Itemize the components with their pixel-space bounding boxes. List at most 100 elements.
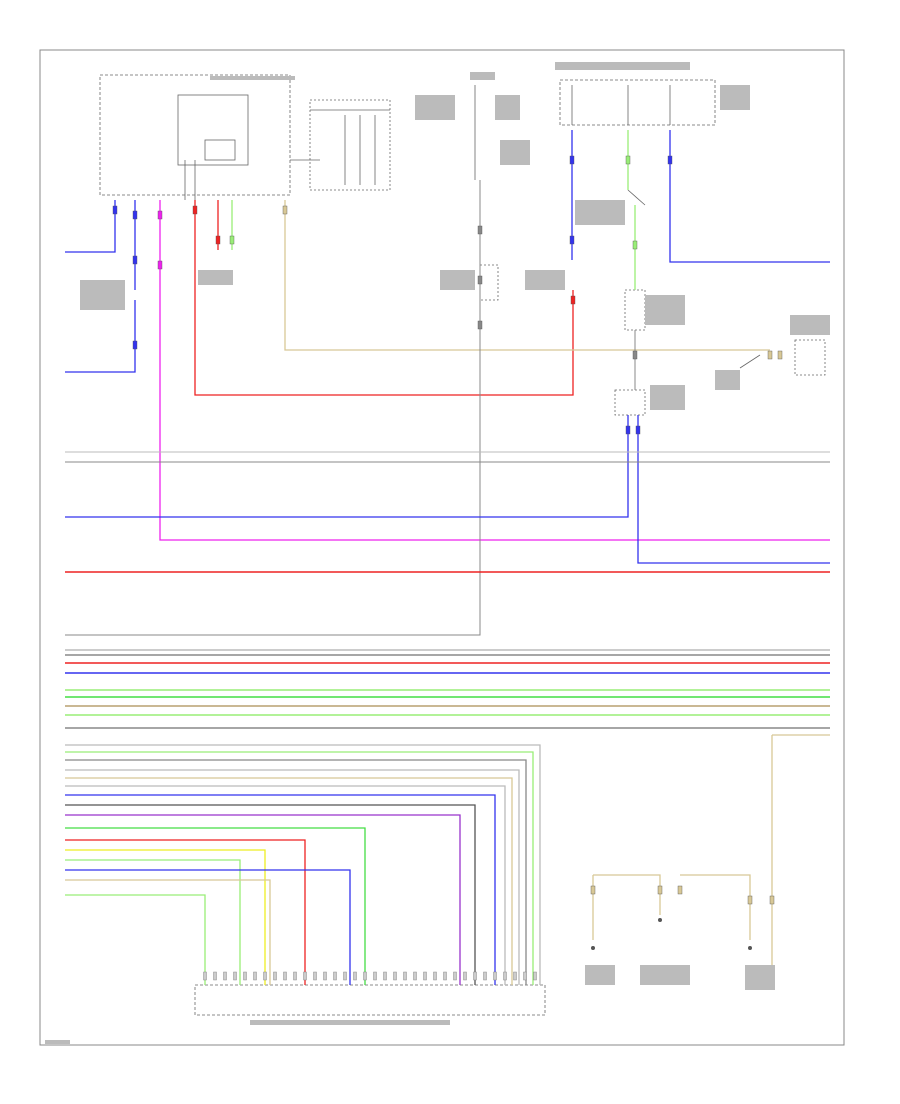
connector-mark-17: [625, 155, 631, 165]
module-pin-31: [503, 971, 507, 981]
module-pin-4: [233, 971, 237, 981]
module-pin-30: [493, 971, 497, 981]
connector-mark-18: [632, 240, 638, 250]
sensor-box: [794, 339, 826, 376]
module-pin-25: [443, 971, 447, 981]
label-fuses-top: [555, 62, 690, 70]
connector-mark-15: [569, 155, 575, 165]
connector-mark-20: [632, 350, 638, 360]
fan-wire-7: [65, 794, 496, 985]
label-left-component: [80, 280, 125, 310]
module-pin-10: [293, 971, 297, 981]
module-pin-13: [323, 971, 327, 981]
module-pin-19: [383, 971, 387, 981]
wire-blue-right-loop: [65, 415, 629, 518]
connector-mark-24: [635, 425, 641, 435]
label-ground-c: [745, 965, 775, 990]
wire-blue-left-lower: [65, 300, 136, 373]
connector-mark-9: [229, 235, 235, 245]
fan-wire-4: [65, 769, 520, 985]
ground-symbol-1: [591, 946, 595, 950]
wire-blue-right-long: [669, 130, 830, 263]
right-connector: [624, 289, 646, 331]
connector-mark-14: [570, 295, 576, 305]
label-ground-b: [640, 965, 690, 985]
module-pin-14: [333, 971, 337, 981]
module-pin-5: [243, 971, 247, 981]
module-pin-32: [513, 971, 517, 981]
connector-mark-21: [767, 350, 773, 360]
module-pin-17: [363, 971, 367, 981]
fan-wire-14: [65, 869, 351, 985]
wire-magenta-main: [159, 200, 830, 541]
module-pin-2: [213, 971, 217, 981]
fan-wire-9: [65, 814, 461, 985]
fan-wire-5: [65, 777, 513, 985]
module-pin-6: [253, 971, 257, 981]
label-right-connector: [645, 295, 685, 325]
switch-block-outline: [559, 79, 716, 126]
fan-wire-2: [65, 751, 534, 985]
label-footer: [45, 1040, 70, 1044]
ground-symbol-2: [658, 918, 662, 922]
relay-box: [177, 94, 249, 166]
right-switch-box: [614, 389, 646, 416]
center-connector: [479, 264, 499, 301]
label-center-switch-c: [500, 140, 530, 165]
module-pin-18: [373, 971, 377, 981]
fan-wire-1: [65, 744, 541, 985]
module-pin-9: [283, 971, 287, 981]
module-pin-26: [453, 971, 457, 981]
label-switch-right: [720, 85, 750, 110]
ground-marks: [591, 918, 752, 950]
diagram-frame: [39, 49, 845, 1046]
label-blocks: [45, 62, 830, 1044]
module-pin-21: [403, 971, 407, 981]
fan-wire-13: [65, 859, 241, 985]
connector-mark-26: [657, 885, 663, 895]
connector-mark-27: [677, 885, 683, 895]
label-control-module: [250, 1020, 450, 1025]
module-pin-1: [203, 971, 207, 981]
relay-coil: [204, 139, 236, 161]
module-pin-23: [423, 971, 427, 981]
connector-mark-2: [132, 210, 138, 220]
connector-mark-29: [769, 895, 775, 905]
module-pin-24: [433, 971, 437, 981]
wire-tan-ground-b: [593, 874, 661, 915]
connector-mark-13: [477, 320, 483, 330]
ground-symbol-3: [748, 946, 752, 950]
label-ground-a: [585, 965, 615, 985]
module-pin-16: [353, 971, 357, 981]
connector-mark-12: [477, 275, 483, 285]
label-center-connector-b: [525, 270, 565, 290]
module-pin-3: [223, 971, 227, 981]
label-relay-title: [210, 76, 295, 80]
connector-mark-1: [112, 205, 118, 215]
module-pin-20: [393, 971, 397, 981]
wires: [65, 130, 830, 985]
module-pins: [203, 971, 537, 981]
connector-mark-16: [569, 235, 575, 245]
connector-mark-5: [157, 210, 163, 220]
label-center-connector: [440, 270, 475, 290]
switch-contact: [627, 189, 646, 206]
fan-wire-10: [65, 827, 366, 985]
label-center-switch-b: [495, 95, 520, 120]
fuse-block-outline: [309, 99, 391, 191]
module-pin-33: [523, 971, 527, 981]
module-pin-27: [463, 971, 467, 981]
module-pin-12: [313, 971, 317, 981]
module-pin-11: [303, 971, 307, 981]
fan-wire-16: [65, 894, 206, 985]
fan-wire-8: [65, 804, 476, 985]
label-sensor-b: [715, 370, 740, 390]
module-pin-28: [473, 971, 477, 981]
connector-mark-8: [215, 235, 221, 245]
connector-mark-25: [590, 885, 596, 895]
label-right-switch: [650, 385, 685, 410]
fan-wire-3: [65, 759, 527, 985]
component-outlines: [99, 74, 826, 1016]
